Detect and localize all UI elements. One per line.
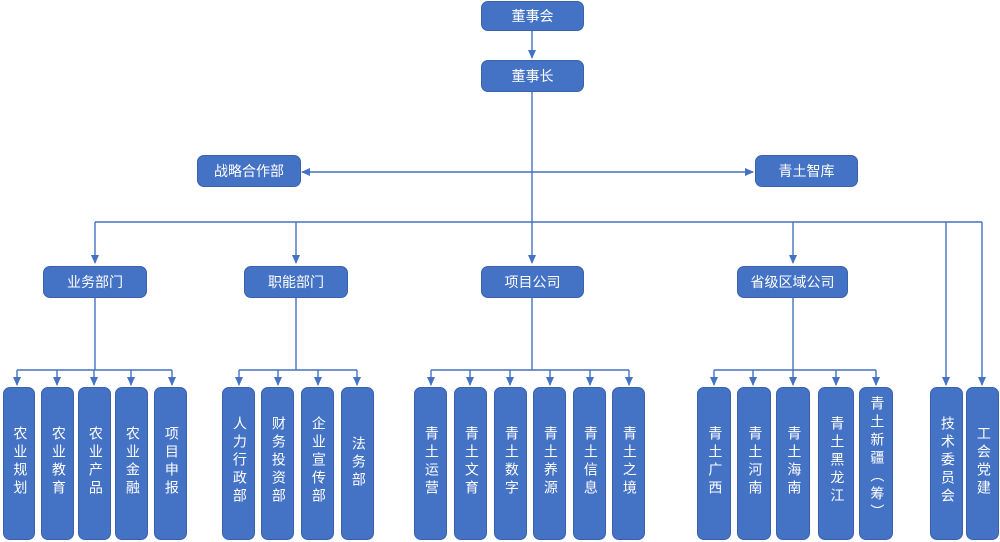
business-child-box[interactable]: 农业金融	[115, 387, 148, 540]
business-child-label: 农业金融	[123, 426, 140, 498]
business-child-box[interactable]: 农业教育	[41, 387, 74, 540]
project-company-box[interactable]: 项目公司	[481, 266, 584, 298]
regional-child-label: 青土广西	[706, 426, 723, 498]
chairman-box[interactable]: 董事长	[481, 60, 584, 92]
project-child-label: 青土养源	[541, 426, 558, 498]
regional-child-box[interactable]: 青土河南	[737, 387, 771, 540]
business-child-label: 农业教育	[49, 426, 66, 498]
union-label: 工会党建	[974, 426, 991, 498]
project-child-label: 青土运营	[422, 426, 439, 498]
functional-child-box[interactable]: 财务投资部	[261, 387, 294, 540]
tech-committee-label: 技术委员会	[938, 416, 955, 506]
business-child-box[interactable]: 项目申报	[154, 387, 187, 540]
project-child-box[interactable]: 青土文育	[454, 387, 487, 540]
functional-child-label: 财务投资部	[269, 416, 286, 506]
regional-child-box[interactable]: 青土黑龙江	[818, 387, 854, 540]
regional-child-box[interactable]: 青土广西	[697, 387, 731, 540]
think-tank-box[interactable]: 青土智库	[755, 155, 858, 187]
functional-child-label: 人力行政部	[230, 416, 247, 506]
functional-dept-box[interactable]: 职能部门	[244, 266, 348, 298]
project-child-box[interactable]: 青土信息	[573, 387, 606, 540]
union-box[interactable]: 工会党建	[966, 387, 999, 540]
functional-child-label: 法务部	[349, 436, 366, 490]
functional-child-label: 企业宣传部	[309, 416, 326, 506]
project-child-label: 青土数字	[502, 426, 519, 498]
functional-child-box[interactable]: 人力行政部	[222, 387, 255, 540]
regional-child-box[interactable]: 青土新疆（筹）	[859, 387, 893, 540]
business-child-label: 项目申报	[162, 426, 179, 498]
business-child-label: 农业产品	[86, 426, 103, 498]
project-child-box[interactable]: 青土运营	[414, 387, 447, 540]
project-child-box[interactable]: 青土养源	[533, 387, 566, 540]
functional-child-box[interactable]: 法务部	[341, 387, 374, 540]
functional-child-box[interactable]: 企业宣传部	[301, 387, 334, 540]
regional-child-label: 青土新疆（筹）	[868, 396, 885, 522]
regional-child-label: 青土海南	[785, 426, 802, 498]
business-child-box[interactable]: 农业规划	[3, 387, 35, 540]
project-child-label: 青土之境	[620, 426, 637, 498]
project-child-box[interactable]: 青土之境	[612, 387, 645, 540]
project-child-label: 青土信息	[581, 426, 598, 498]
project-child-label: 青土文育	[462, 426, 479, 498]
board-box[interactable]: 董事会	[481, 1, 584, 31]
business-child-box[interactable]: 农业产品	[78, 387, 111, 540]
regional-child-label: 青土黑龙江	[828, 416, 845, 506]
tech-committee-box[interactable]: 技术委员会	[930, 387, 963, 540]
business-dept-box[interactable]: 业务部门	[43, 266, 147, 298]
regional-child-box[interactable]: 青土海南	[776, 387, 810, 540]
project-child-box[interactable]: 青土数字	[494, 387, 527, 540]
regional-company-box[interactable]: 省级区域公司	[737, 266, 848, 298]
business-child-label: 农业规划	[11, 426, 28, 498]
regional-child-label: 青土河南	[746, 426, 763, 498]
strategy-box[interactable]: 战略合作部	[197, 155, 301, 187]
